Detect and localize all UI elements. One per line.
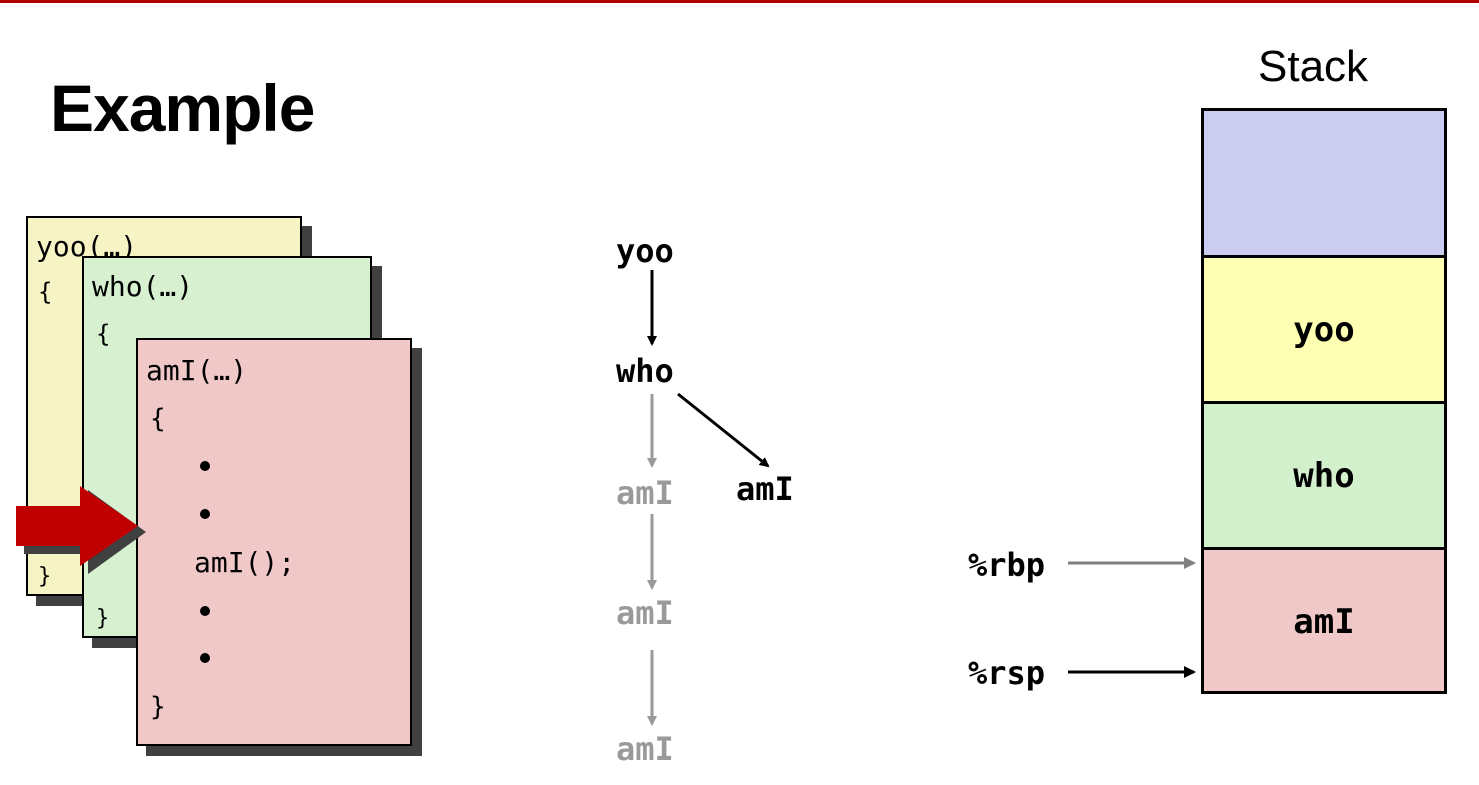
yoo-close-brace: } — [38, 564, 52, 589]
slide-title: Example — [50, 71, 315, 145]
bullet-dot — [200, 461, 210, 471]
ami-open-brace: { — [150, 404, 166, 434]
stack-frame-yoo: yoo — [1201, 255, 1447, 404]
stack-frame-who: who — [1201, 401, 1447, 550]
stack-frame-top — [1201, 108, 1447, 258]
top-accent-line — [0, 0, 1479, 3]
ami-call-line: amI(); — [194, 546, 296, 579]
call-tree-ami-future: amI — [616, 594, 674, 632]
call-tree-who: who — [616, 352, 674, 390]
execution-pointer-shape — [16, 486, 138, 566]
stack-frame-label: amI — [1293, 602, 1355, 642]
who-close-brace: } — [96, 606, 110, 631]
call-tree-ami-future: amI — [616, 730, 674, 768]
execution-pointer-arrow — [16, 486, 146, 574]
stack-frame-label: yoo — [1293, 310, 1355, 350]
ami-header: amI(…) — [146, 354, 248, 387]
register-rbp-label: %rbp — [968, 546, 1046, 584]
stack-frame-ami: amI — [1201, 547, 1447, 694]
who-header: who(…) — [92, 270, 194, 303]
bullet-dot — [200, 509, 210, 519]
call-tree-yoo: yoo — [616, 232, 674, 270]
code-card-ami: amI(…) { amI(); } — [136, 338, 412, 746]
call-tree-ami-active: amI — [736, 470, 794, 508]
arrow-who-to-ami — [677, 392, 770, 468]
bullet-dot — [200, 653, 210, 663]
ami-close-brace: } — [150, 692, 166, 722]
register-rsp-label: %rsp — [968, 654, 1046, 692]
stack-frame-label: who — [1293, 456, 1355, 496]
bullet-dot — [200, 606, 210, 616]
yoo-open-brace: { — [38, 278, 53, 306]
who-open-brace: { — [96, 320, 111, 348]
call-tree-ami-future: amI — [616, 474, 674, 512]
stack-title: Stack — [1258, 42, 1369, 91]
